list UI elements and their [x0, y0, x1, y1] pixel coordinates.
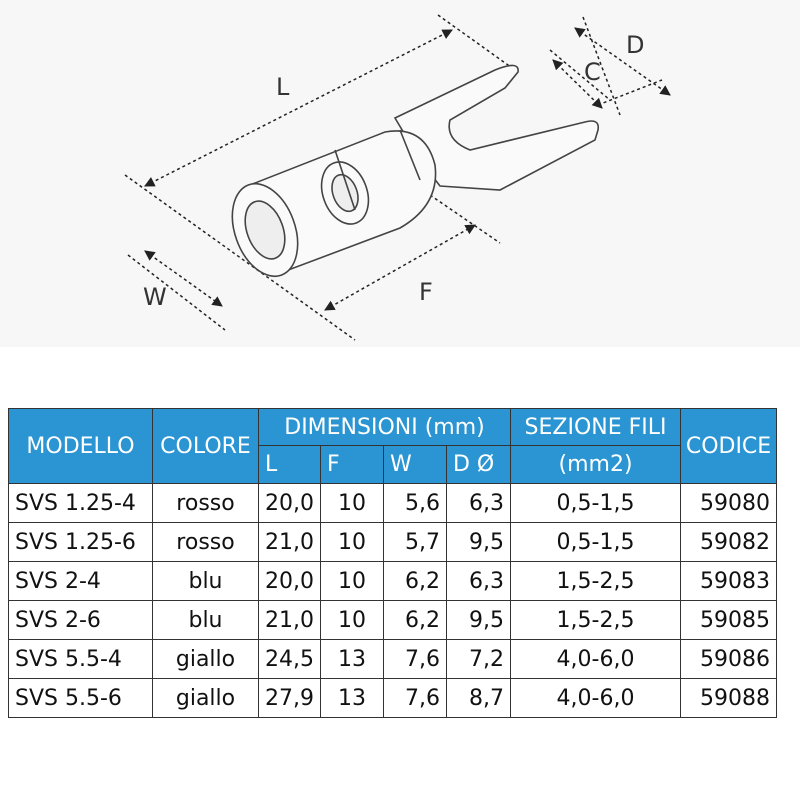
- dimension-C-label: C: [584, 58, 601, 86]
- cell-codice: 59082: [680, 522, 778, 562]
- cell-sezione: 4,0-6,0: [510, 678, 682, 718]
- dimension-W-line: [144, 250, 223, 307]
- cell-sezione: 4,0-6,0: [510, 639, 682, 679]
- spade-terminal-drawing: [124, 14, 671, 341]
- table-header-row: MODELLO COLORE DIMENSIONI (mm) SEZIONE F…: [8, 408, 778, 484]
- cell-sezione: 1,5-2,5: [510, 600, 682, 640]
- specifications-table: MODELLO COLORE DIMENSIONI (mm) SEZIONE F…: [8, 408, 778, 718]
- header-sezione-unit: (mm2): [510, 445, 682, 484]
- dimension-L-label: L: [276, 73, 290, 101]
- cell-D: 6,3: [445, 483, 512, 523]
- cell-D: 9,5: [445, 522, 512, 562]
- cell-colore: giallo: [152, 639, 259, 679]
- cell-D: 9,5: [445, 600, 512, 640]
- header-D: D Ø: [445, 445, 512, 484]
- header-codice: CODICE: [680, 408, 778, 484]
- cell-L: 21,0: [258, 522, 321, 562]
- cell-colore: rosso: [152, 483, 259, 523]
- cell-modello: SVS 5.5-4: [8, 639, 153, 679]
- cell-sezione: 0,5-1,5: [510, 522, 682, 562]
- cell-W: 5,7: [383, 522, 447, 562]
- cell-modello: SVS 2-4: [8, 561, 153, 601]
- dimension-D-label: D: [626, 31, 645, 59]
- cell-modello: SVS 1.25-6: [8, 522, 153, 562]
- dimension-W-label: W: [143, 283, 167, 311]
- cell-F: 13: [320, 678, 384, 718]
- header-F: F: [320, 445, 384, 484]
- cell-L: 21,0: [258, 600, 321, 640]
- cell-modello: SVS 5.5-6: [8, 678, 153, 718]
- cell-colore: blu: [152, 600, 259, 640]
- header-W: W: [383, 445, 447, 484]
- table-row: SVS 5.5-6 giallo 27,9 13 7,6 8,7 4,0-6,0…: [8, 678, 778, 718]
- dimension-F-line: [324, 224, 476, 311]
- cell-sezione: 1,5-2,5: [510, 561, 682, 601]
- table-row: SVS 1.25-4 rosso 20,0 10 5,6 6,3 0,5-1,5…: [8, 483, 778, 523]
- header-sezione-fili: SEZIONE FILI: [510, 408, 682, 446]
- cell-colore: giallo: [152, 678, 259, 718]
- header-modello: MODELLO: [8, 408, 153, 484]
- dimension-D-line: [574, 27, 671, 96]
- cell-W: 5,6: [383, 483, 447, 523]
- cell-F: 10: [320, 522, 384, 562]
- cell-F: 13: [320, 639, 384, 679]
- cell-F: 10: [320, 483, 384, 523]
- cell-D: 6,3: [445, 561, 512, 601]
- cell-L: 20,0: [258, 483, 321, 523]
- header-dimensioni: DIMENSIONI (mm): [257, 408, 512, 446]
- cell-W: 7,6: [383, 678, 447, 718]
- cell-D: 7,2: [445, 639, 512, 679]
- cell-colore: rosso: [152, 522, 259, 562]
- cell-codice: 59085: [680, 600, 778, 640]
- cell-modello: SVS 2-6: [8, 600, 153, 640]
- table-row: SVS 1.25-6 rosso 21,0 10 5,7 9,5 0,5-1,5…: [8, 522, 778, 562]
- terminal-diagram: L D C W F: [0, 0, 800, 347]
- cell-W: 7,6: [383, 639, 447, 679]
- header-L: L: [258, 445, 321, 484]
- cell-modello: SVS 1.25-4: [8, 483, 153, 523]
- cell-L: 20,0: [258, 561, 321, 601]
- cell-L: 24,5: [258, 639, 321, 679]
- table-row: SVS 2-6 blu 21,0 10 6,2 9,5 1,5-2,5 5908…: [8, 600, 778, 640]
- cell-codice: 59086: [680, 639, 778, 679]
- cell-codice: 59088: [680, 678, 778, 718]
- cell-D: 8,7: [445, 678, 512, 718]
- header-colore: COLORE: [152, 408, 259, 484]
- cell-W: 6,2: [383, 600, 447, 640]
- cell-codice: 59083: [680, 561, 778, 601]
- dimension-F-label: F: [419, 278, 433, 306]
- cell-F: 10: [320, 561, 384, 601]
- cell-codice: 59080: [680, 483, 778, 523]
- cell-F: 10: [320, 600, 384, 640]
- cell-sezione: 0,5-1,5: [510, 483, 682, 523]
- table-row: SVS 2-4 blu 20,0 10 6,2 6,3 1,5-2,5 5908…: [8, 561, 778, 601]
- table-row: SVS 5.5-4 giallo 24,5 13 7,6 7,2 4,0-6,0…: [8, 639, 778, 679]
- cell-L: 27,9: [258, 678, 321, 718]
- cell-colore: blu: [152, 561, 259, 601]
- cell-W: 6,2: [383, 561, 447, 601]
- table-subheader-row: L F W D Ø (mm2): [9, 445, 777, 484]
